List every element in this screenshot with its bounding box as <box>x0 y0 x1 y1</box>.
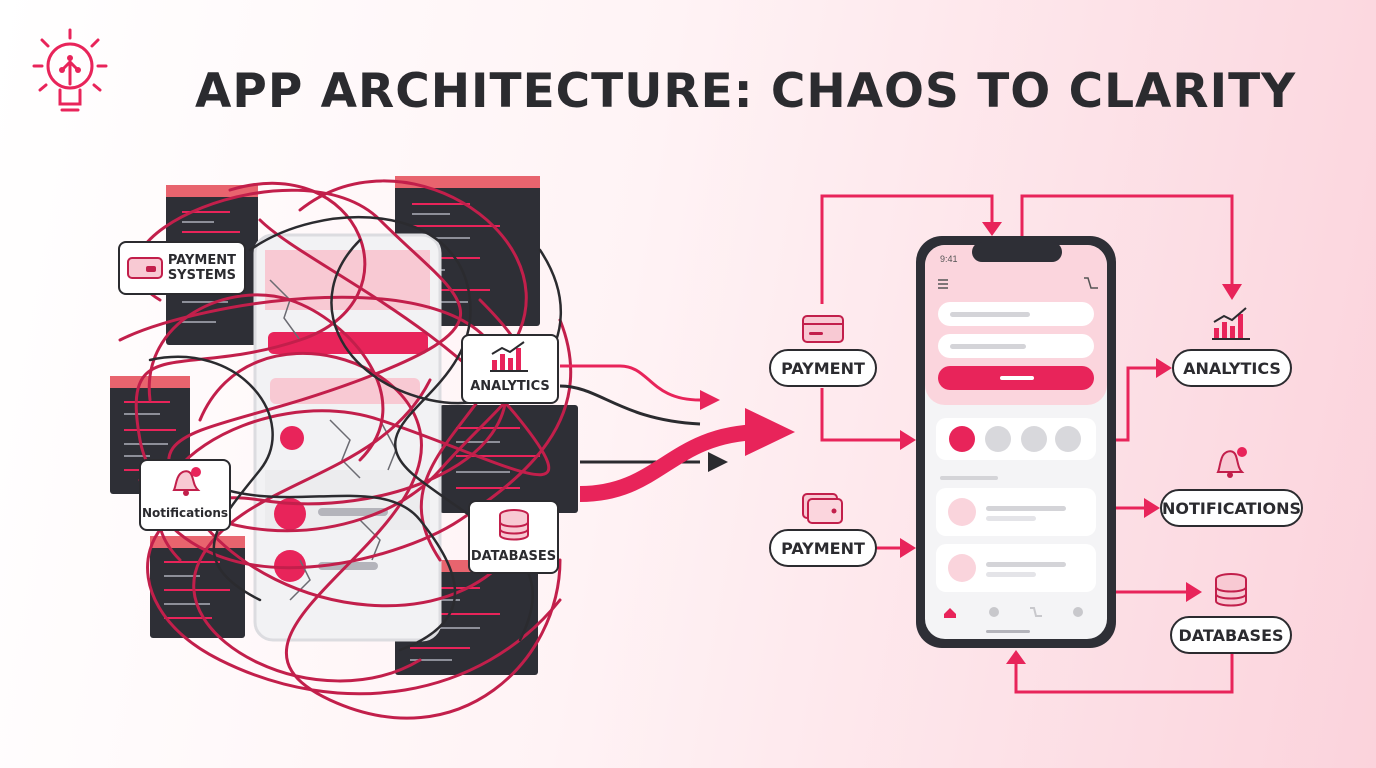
credit-card-icon <box>127 257 163 279</box>
database-icon <box>499 509 529 541</box>
page-title: APP ARCHITECTURE: CHAOS TO CLARITY <box>195 64 1297 119</box>
payment-systems-line1: PAYMENT <box>167 253 236 268</box>
wallet-icon <box>802 493 843 524</box>
notifications-label: NOTIFICATIONS <box>1160 489 1303 527</box>
credit-card-icon <box>802 315 844 343</box>
payment-top-label: PAYMENT <box>769 349 877 387</box>
bar-chart-icon <box>1212 307 1250 340</box>
analytics-label: ANALYTICS <box>1172 349 1292 387</box>
bell-icon <box>1216 447 1247 478</box>
bell-icon <box>172 467 201 496</box>
payment-bottom-label: PAYMENT <box>769 529 877 567</box>
phone-status-time: 9:41 <box>940 254 958 264</box>
payment-systems-line2: SYSTEMS <box>167 268 236 283</box>
bar-chart-icon <box>490 341 528 372</box>
databases-label: DATABASES <box>1170 616 1292 654</box>
database-icon <box>1215 573 1247 607</box>
clean-phone <box>916 236 1116 648</box>
code-window <box>150 536 245 638</box>
